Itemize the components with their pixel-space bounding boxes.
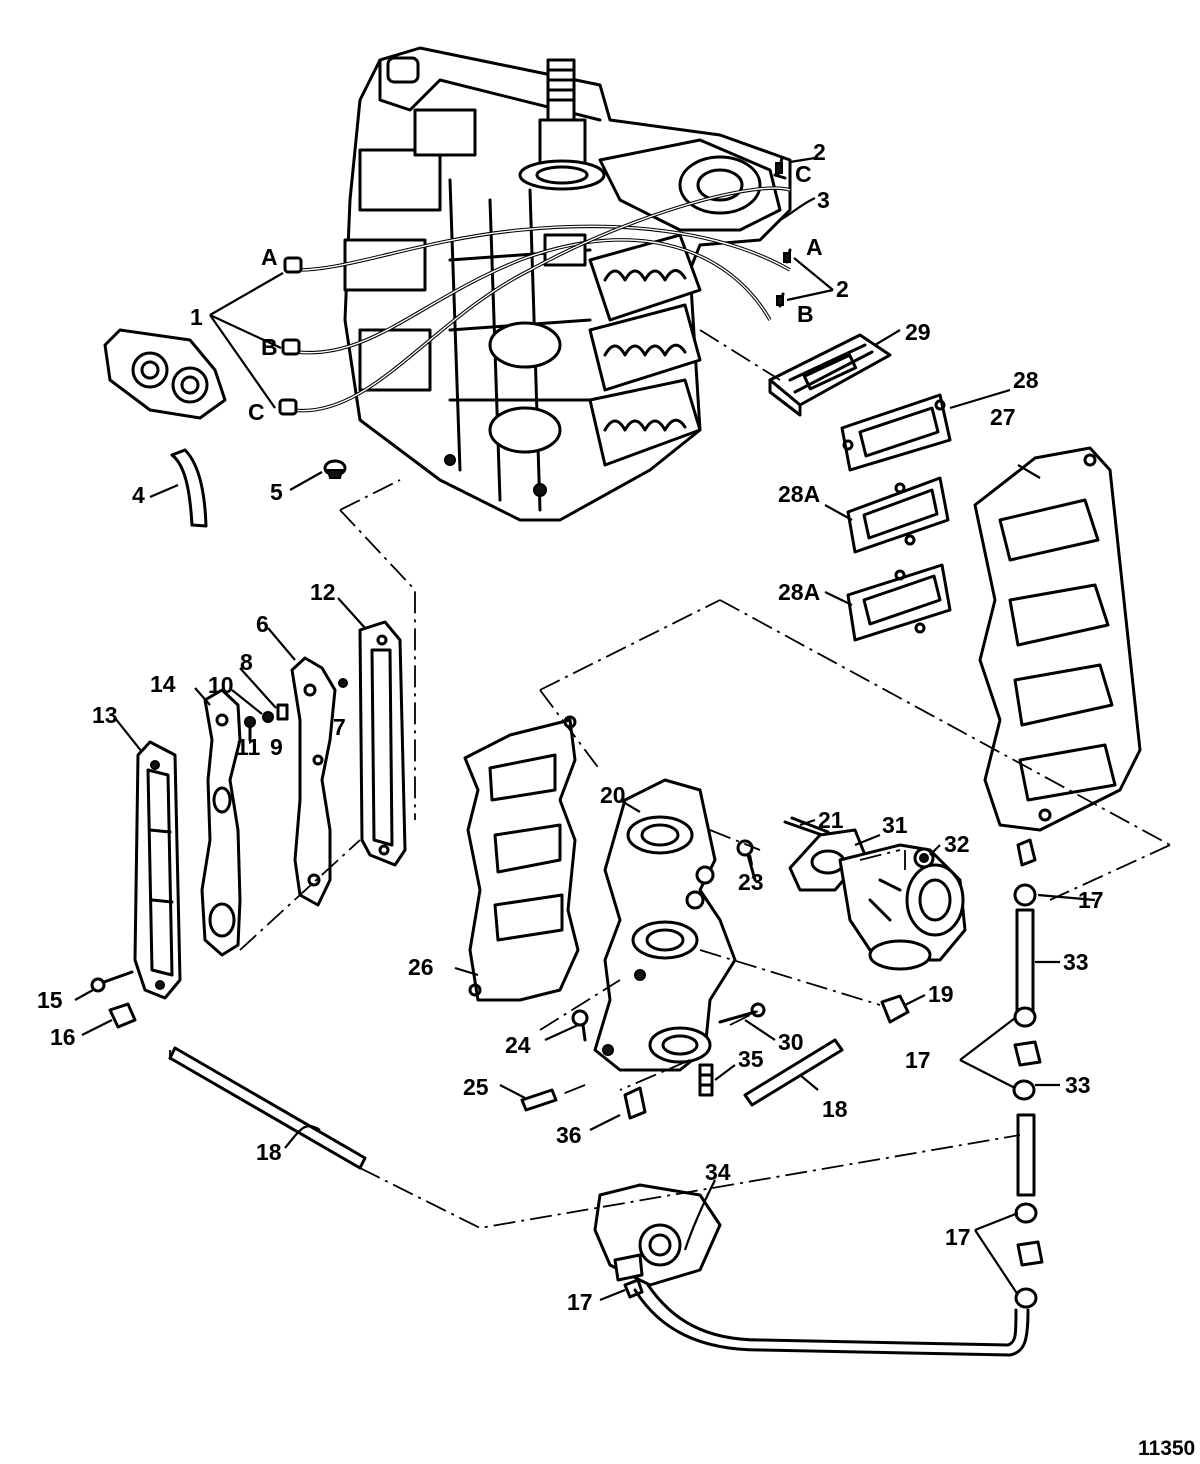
hose-18-right <box>743 1038 844 1107</box>
callout-35: 35 <box>738 1046 764 1072</box>
spark-plug-caps <box>278 256 303 416</box>
callout-3: 3 <box>817 187 830 213</box>
callout-28a-lower: 28A <box>778 579 820 605</box>
cover-13 <box>133 740 182 1000</box>
callout-33-upper: 33 <box>1063 949 1089 975</box>
callout-c-left: C <box>248 399 265 425</box>
thermostat-cover <box>103 328 227 420</box>
callout-27: 27 <box>990 404 1016 430</box>
stud-25 <box>520 1088 558 1112</box>
callout-20: 20 <box>600 782 626 808</box>
callout-32: 32 <box>944 831 970 857</box>
callout-2-top: 2 <box>813 139 826 165</box>
callout-18-left: 18 <box>256 1139 282 1165</box>
spark-plugs <box>773 156 792 308</box>
callout-11: 11 <box>236 734 261 760</box>
gasket-6 <box>290 656 337 907</box>
hose-4 <box>170 448 208 528</box>
callout-17-pump: 17 <box>567 1289 593 1315</box>
callout-4: 4 <box>132 482 145 508</box>
callout-28: 28 <box>1013 367 1039 393</box>
callout-13: 13 <box>92 702 118 728</box>
screw-15 <box>90 970 134 993</box>
callout-19: 19 <box>928 981 954 1007</box>
cylinder-block <box>343 46 792 522</box>
reed-gasket-28a-upper <box>846 476 950 554</box>
callout-36: 36 <box>556 1122 582 1148</box>
plate-14 <box>200 688 242 957</box>
bolt-30 <box>718 1002 766 1024</box>
callout-17-top: 17 <box>1078 887 1104 913</box>
small-hardware <box>244 678 348 742</box>
callout-15: 15 <box>37 987 63 1013</box>
alignment-lines <box>169 329 1171 1229</box>
callout-34: 34 <box>705 1159 731 1185</box>
fuel-pump <box>593 1183 722 1299</box>
callout-28a-upper: 28A <box>778 481 820 507</box>
callout-17-mid: 17 <box>905 1047 931 1073</box>
callout-a-left: A <box>261 244 278 270</box>
clamp-36 <box>623 1086 647 1120</box>
hose-34 <box>633 1288 1030 1357</box>
callout-23: 23 <box>738 869 764 895</box>
callout-26: 26 <box>408 954 434 980</box>
drawing-id: 11350 <box>1138 1437 1195 1460</box>
fitting-5 <box>323 459 347 479</box>
stud-21 <box>783 816 830 838</box>
hose-34-edge <box>646 1283 1018 1347</box>
callout-30: 30 <box>778 1029 804 1055</box>
reed-gasket-28a-lower <box>846 563 952 642</box>
callout-2-mid: 2 <box>836 276 849 302</box>
callout-12: 12 <box>310 579 336 605</box>
callout-b-right: B <box>797 301 814 327</box>
fitting-35 <box>698 1063 714 1097</box>
fitting-19 <box>880 994 910 1024</box>
callout-29: 29 <box>905 319 931 345</box>
callout-6: 6 <box>256 611 269 637</box>
intake-manifold-20 <box>593 778 737 1072</box>
callout-25: 25 <box>463 1074 489 1100</box>
callout-10: 10 <box>208 672 234 698</box>
reed-cover-29 <box>768 333 892 417</box>
callout-b-left: B <box>261 334 278 360</box>
fuel-line-assembly <box>1012 838 1044 1309</box>
callout-7: 7 <box>333 714 346 740</box>
callout-a-right: A <box>806 234 823 260</box>
manifold-gasket-26 <box>463 715 580 1002</box>
callout-c-right: C <box>795 161 812 187</box>
callout-31: 31 <box>882 812 908 838</box>
transfer-cover-12 <box>358 620 407 867</box>
callout-18-right: 18 <box>822 1096 848 1122</box>
fitting-16 <box>108 1002 137 1029</box>
callout-16: 16 <box>50 1024 76 1050</box>
callout-33-lower: 33 <box>1065 1072 1091 1098</box>
callout-1: 1 <box>190 304 203 330</box>
callout-24: 24 <box>505 1032 531 1058</box>
manifold-gasket-27 <box>973 446 1142 832</box>
carburetor <box>838 843 967 971</box>
callout-14: 14 <box>150 671 176 697</box>
nut-32 <box>913 847 935 869</box>
leader-lines <box>74 156 1096 1302</box>
callout-8: 8 <box>240 649 253 675</box>
reed-gasket-28 <box>840 393 952 472</box>
bolt-24 <box>571 1009 589 1042</box>
callout-9: 9 <box>270 734 283 760</box>
spark-plug-wires <box>291 186 791 413</box>
callout-17-lower: 17 <box>945 1224 971 1250</box>
callout-5: 5 <box>270 479 283 505</box>
callout-21: 21 <box>818 807 844 833</box>
callout-labels: 1 2 2 3 4 5 6 7 8 9 10 11 12 13 14 15 16… <box>37 139 1104 1315</box>
